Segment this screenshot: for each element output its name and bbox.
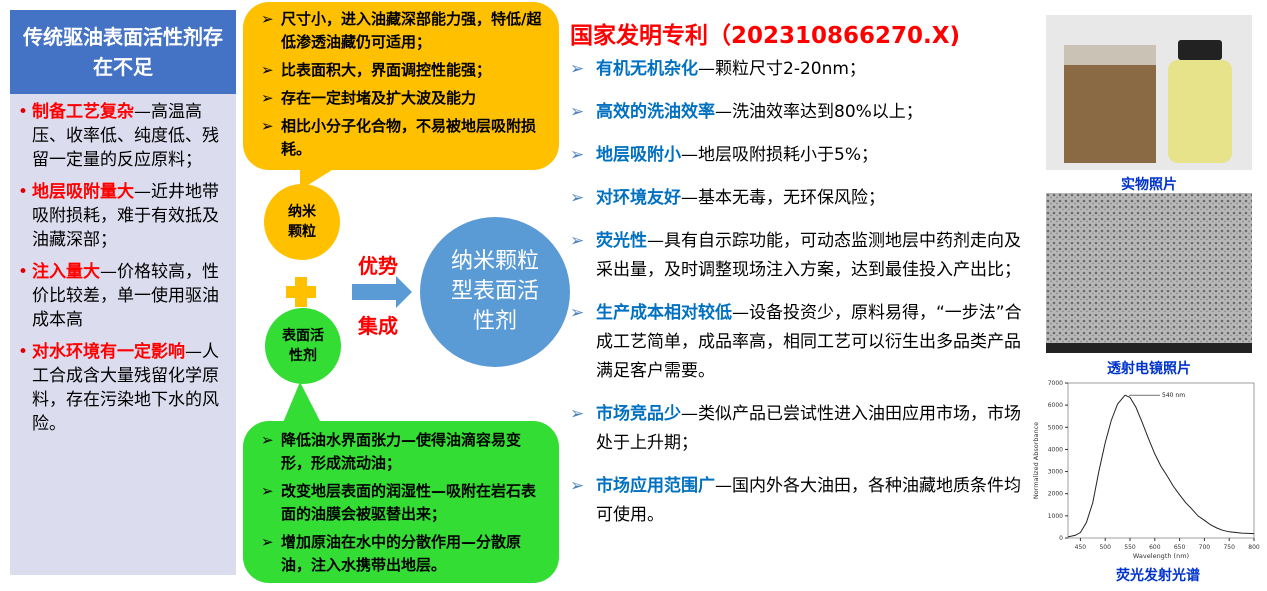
spectrum-caption: 荧光发射光谱 [1116,568,1200,584]
tem-caption: 透射电镜照片 [1107,361,1191,377]
item-key: 地层吸附小 [596,145,681,165]
item-text: —具有自示踪功能，可动态监测地层中药剂走向及采出量，及时调整现场注入方案，达到最… [596,231,1021,280]
y-tick-label: 3000 [1048,469,1063,476]
item-text: —国内外各大油田，各种油藏地质条件均可使用。 [596,476,1021,525]
item-key: 荧光性 [596,231,647,251]
bubble-tails [282,165,412,425]
x-tick-label: 500 [1099,544,1111,551]
y-tick-label: 4000 [1048,446,1063,453]
list-item: 对水环境有一定影响—人工合成含大量残留化学原料，存在污染地下水的风险。 [18,340,232,436]
item-text: —地层吸附损耗小于5%； [681,145,878,165]
left-panel-title: 传统驱油表面活性剂存在不足 [10,10,236,94]
patent-title: 国家发明专利（202310866270.X) [570,23,961,49]
list-item: 增加原油在水中的分散作用—分散原油，注入水携带出地层。 [261,531,547,577]
list-item: 改变地层表面的润湿性—吸附在岩石表面的油膜会被驱替出来； [261,480,547,526]
item-key: 制备工艺复杂 [32,102,134,122]
item-key: 市场竞品少 [596,404,681,424]
item-text: —设备投资少，原料易得，“一步法”合成工艺简单，成品率高，相同工艺可以衍生出多品… [596,303,1022,381]
list-item: 地层吸附量大—近井地带吸附损耗，难于有效抵及油藏深部； [18,180,232,252]
item-key: 市场应用范围广 [596,476,715,496]
item-key: 高效的洗油效率 [596,102,715,122]
x-tick-label: 550 [1124,544,1136,551]
list-item: 对环境友好—基本无毒，无环保风险； [570,184,1030,213]
tem-image [1046,193,1252,353]
item-text: —颗粒尺寸2-20nm； [698,59,866,79]
y-axis-label: Normalized Absorbance [1032,422,1040,499]
list-item: 荧光性—具有自示踪功能，可动态监测地层中药剂走向及采出量，及时调整现场注入方案，… [570,227,1030,285]
nano-advantages-bubble: 尺寸小，进入油藏深部能力强，特低/超低渗透油藏仍可适用； 比表面积大，界面调控性… [243,2,559,170]
item-text: —洗油效率达到80%以上； [715,102,923,122]
list-item: 有机无机杂化—颗粒尺寸2-20nm； [570,55,1030,84]
x-tick-label: 600 [1149,544,1161,551]
item-text: —基本无毒，无环保风险； [681,188,885,208]
x-tick-label: 800 [1248,544,1260,551]
x-tick-label: 450 [1075,544,1087,551]
item-text: —类似产品已尝试性进入油田应用市场，市场处于上升期； [596,404,1021,453]
y-tick-label: 0 [1059,535,1063,542]
result-circle: 纳米颗粒型表面活性剂 [420,217,570,367]
x-tick-label: 650 [1174,544,1186,551]
item-key: 有机无机杂化 [596,59,698,79]
list-item: 生产成本相对较低—设备投资少，原料易得，“一步法”合成工艺简单，成品率高，相同工… [570,299,1030,386]
item-key: 对环境友好 [596,188,681,208]
x-tick-label: 700 [1199,544,1211,551]
item-key: 对水环境有一定影响 [32,342,185,362]
patent-features-list: 有机无机杂化—颗粒尺寸2-20nm； 高效的洗油效率—洗油效率达到80%以上； … [570,55,1030,544]
spectrum-line [1067,394,1255,538]
item-text: —价格较高，性价比较差，单一使用驱油成本高 [32,262,219,330]
circle-label: 纳米颗粒 [288,204,316,240]
x-tick-label: 750 [1223,544,1235,551]
item-key: 注入量大 [32,262,100,282]
product-photo [1046,15,1252,170]
advantage-label: 优势 [358,254,398,278]
list-item: 高效的洗油效率—洗油效率达到80%以上； [570,98,1030,127]
surfactant-circle: 表面活性剂 [265,308,341,384]
item-key: 生产成本相对较低 [596,303,732,323]
item-key: 地层吸附量大 [32,182,134,202]
fluorescence-spectrum-chart: 450 500 550 600 650 700 750 800 0 1000 2000 3000 400… [1032,380,1260,560]
list-item: 降低油水界面张力—使得油滴容易变形，形成流动油； [261,429,547,475]
x-axis-label: Wavelength (nm) [1133,552,1189,560]
list-item: 市场竞品少—类似产品已尝试性进入油田应用市场，市场处于上升期； [570,400,1030,458]
y-tick-label: 1000 [1048,513,1063,520]
list-item: 存在一定封堵及扩大波及能力 [261,87,547,110]
circle-label: 纳米颗粒型表面活性剂 [450,249,539,334]
list-item: 尺寸小，进入油藏深部能力强，特低/超低渗透油藏仍可适用； [261,8,547,54]
item-text: —高温高压、收率低、纯度低、残留一定量的反应原料； [32,102,219,170]
list-item: 注入量大—价格较高，性价比较差，单一使用驱油成本高 [18,260,232,332]
y-tick-label: 5000 [1048,424,1063,431]
list-item: 市场应用范围广—国内外各大油田，各种油藏地质条件均可使用。 [570,472,1030,530]
y-tick-label: 2000 [1048,491,1063,498]
plot-frame [1067,382,1255,539]
y-tick-label: 6000 [1048,402,1063,409]
integration-label: 集成 [358,314,398,338]
nano-circle: 纳米颗粒 [264,184,340,260]
item-text: —人工合成含大量残留化学原料，存在污染地下水的风险。 [32,342,219,434]
list-item: 相比小分子化合物，不易被地层吸附损耗。 [261,115,547,161]
photo-caption: 实物照片 [1121,177,1177,193]
y-tick-label: 7000 [1048,380,1063,387]
list-item: 地层吸附小—地层吸附损耗小于5%； [570,141,1030,170]
arrow-icon [352,276,412,308]
circle-label: 表面活性剂 [282,328,324,364]
list-item: 比表面积大，界面调控性能强； [261,59,547,82]
list-item: 制备工艺复杂—高温高压、收率低、纯度低、残留一定量的反应原料； [18,100,232,172]
annotation-label: 540 nm [1162,392,1185,399]
surfactant-advantages-bubble: 降低油水界面张力—使得油滴容易变形，形成流动油； 改变地层表面的润湿性—吸附在岩… [243,421,559,583]
shortcomings-list: 制备工艺复杂—高温高压、收率低、纯度低、残留一定量的反应原料； 地层吸附量大—近… [18,100,232,444]
item-text: —近井地带吸附损耗，难于有效抵及油藏深部； [32,182,219,250]
